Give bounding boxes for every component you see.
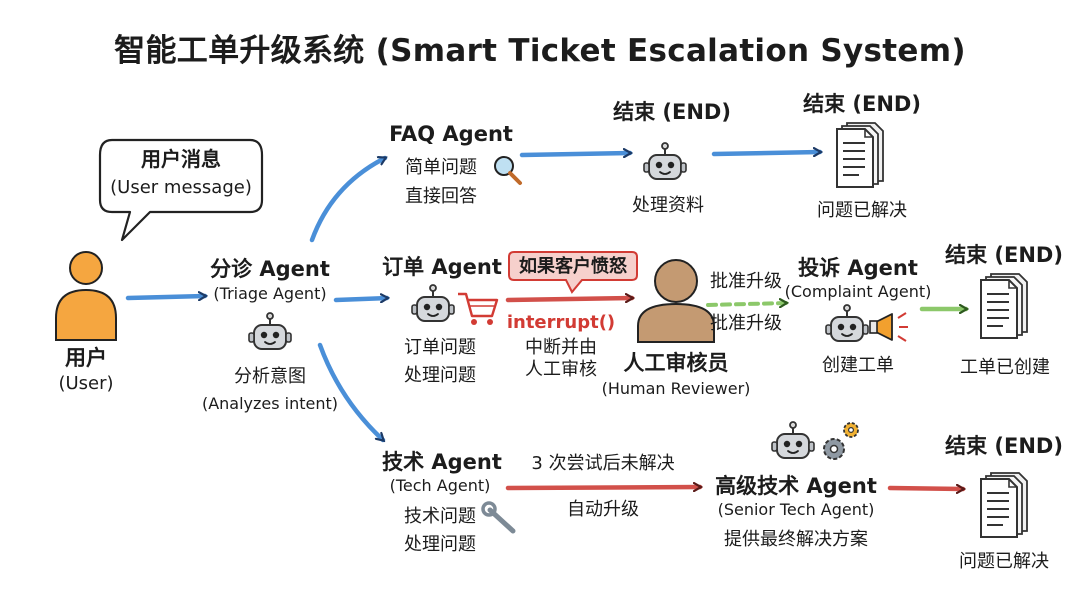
auto-upgrade-label: 自动升级 (567, 499, 639, 520)
arrow-end-to-resolved (711, 152, 820, 154)
tech-desc2: 处理问题 (404, 534, 476, 555)
arrow-triage-to-order (333, 298, 387, 300)
faq-end-robot-icon (643, 142, 687, 180)
faq-desc2: 直接回答 (405, 186, 477, 207)
complaint-sub: (Complaint Agent) (784, 282, 932, 301)
reviewer-sub: (Human Reviewer) (601, 379, 751, 398)
triage-sub: (Triage Agent) (213, 284, 327, 303)
arrow-senior-to-end (887, 488, 963, 489)
gears-icon (823, 422, 859, 460)
order-robot-icon (411, 284, 455, 322)
senior-robot-icon (771, 421, 815, 459)
tech-sub: (Tech Agent) (389, 476, 491, 495)
tech-done-docs-icon (980, 472, 1028, 538)
faq-end2-label: 结束 (END) (803, 92, 921, 116)
triage-robot-icon (248, 312, 292, 350)
order-desc1: 订单问题 (404, 337, 476, 358)
complaint-end-desc: 工单已创建 (960, 357, 1050, 378)
cart-icon (458, 292, 499, 325)
arrow-user-to-triage (125, 296, 205, 298)
user-label: 用户 (65, 346, 107, 370)
complaint-label: 投诉 Agent (798, 256, 918, 280)
angry-note-text: 如果客户愤怒 (519, 256, 627, 277)
retry-note: 3 次尝试后未解决 (531, 453, 675, 474)
faq-end2-desc: 问题已解决 (817, 200, 907, 221)
arrow-reviewer-to-complaint (706, 303, 786, 305)
reviewer-label: 人工审核员 (623, 351, 729, 375)
faq-desc1: 简单问题 (405, 157, 477, 178)
triage-label: 分诊 Agent (210, 257, 330, 281)
approve-top: 批准升级 (710, 271, 782, 292)
triage-desc: 分析意图 (234, 366, 306, 387)
speech-bubble (98, 138, 264, 242)
complaint-docs-icon (980, 273, 1028, 339)
complaint-end-label: 结束 (END) (945, 243, 1063, 267)
order-desc2: 处理问题 (404, 365, 476, 386)
triage-desc-en: (Analyzes intent) (201, 394, 339, 413)
complaint-desc: 创建工单 (822, 355, 894, 376)
arrow-triage-to-tech (317, 342, 383, 443)
tech-end-label: 结束 (END) (945, 434, 1063, 458)
faq-end-label: 结束 (END) (613, 100, 731, 124)
reviewer-person-icon (637, 259, 715, 343)
senior-desc: 提供最终解决方案 (724, 529, 868, 550)
faq-label: FAQ Agent (389, 122, 513, 146)
user-person-icon (55, 251, 117, 341)
arrow-tech-to-senior (505, 487, 700, 488)
magnifier-icon (494, 156, 522, 185)
arrow-triage-to-faq (309, 155, 385, 243)
interrupt-code: interrupt() (506, 312, 616, 333)
megaphone-icon (869, 312, 908, 342)
senior-label: 高级技术 Agent (715, 474, 877, 498)
interrupt-desc1: 中断并由 (525, 337, 597, 358)
bubble-label: 用户消息 (141, 147, 221, 171)
senior-sub: (Senior Tech Agent) (717, 500, 875, 519)
bubble-sub: (User message) (110, 177, 252, 198)
wrench-icon (481, 501, 516, 534)
faq-end-desc: 处理资料 (632, 195, 704, 216)
diagram-title: 智能工单升级系统 (Smart Ticket Escalation System… (114, 33, 966, 69)
tech-desc1: 技术问题 (404, 506, 476, 527)
tech-end-desc: 问题已解决 (959, 551, 1049, 572)
arrow-faq-to-end (519, 153, 630, 155)
arrow-order-to-reviewer (505, 298, 632, 300)
faq-done-docs-icon (836, 122, 884, 188)
order-label: 订单 Agent (382, 255, 502, 279)
user-sub: (User) (58, 373, 114, 394)
approve-bottom: 批准升级 (710, 313, 782, 334)
angry-note-box (508, 251, 638, 294)
interrupt-desc2: 人工审核 (525, 359, 597, 380)
complaint-robot-icon (825, 304, 869, 342)
tech-label: 技术 Agent (382, 450, 502, 474)
